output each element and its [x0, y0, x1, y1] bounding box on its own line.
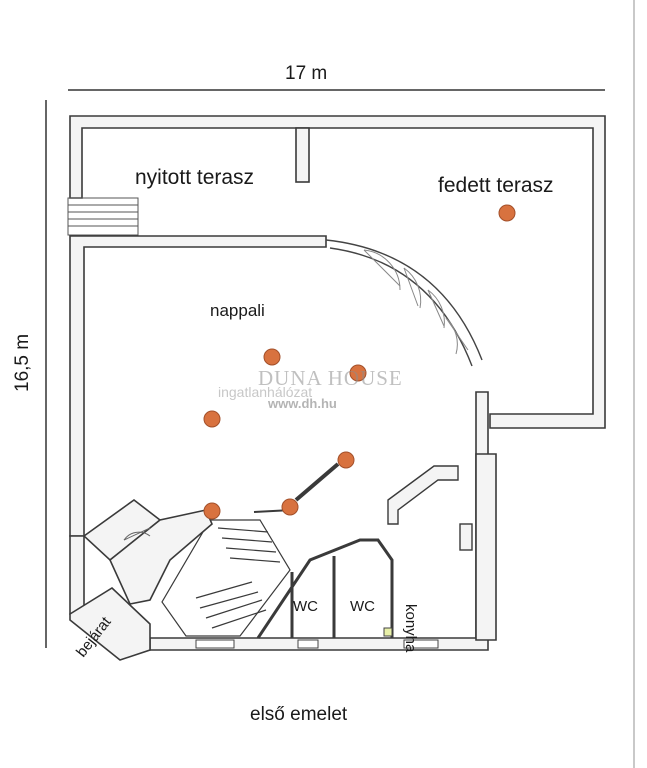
light-point-2	[263, 348, 281, 366]
terrace-steps	[67, 197, 139, 236]
entrance-walls	[69, 499, 213, 661]
staircase	[161, 519, 291, 637]
scan-edge-line	[633, 0, 635, 768]
living-room-label: nappali	[210, 301, 265, 320]
ceiling-light-points	[203, 204, 516, 520]
width-dimension-label: 17 m	[285, 63, 328, 84]
light-point-7	[203, 502, 221, 520]
wc-partitions	[256, 538, 394, 639]
watermark-url: www.dh.hu	[268, 396, 337, 411]
bottom-windows	[195, 627, 439, 649]
light-point-6	[281, 498, 299, 516]
light-point-4	[203, 410, 221, 428]
wc-label-2: WC	[350, 598, 375, 615]
light-point-3	[349, 364, 367, 382]
interior-walls	[69, 235, 497, 651]
kitchen-counter	[387, 465, 473, 551]
light-point-5	[337, 451, 355, 469]
glazed-curved-wall	[325, 239, 483, 367]
depth-dimension-label: 16,5 m	[12, 333, 33, 392]
light-point-1	[498, 204, 516, 222]
covered-terrace-label: fedett terasz	[438, 174, 554, 197]
entrance-door	[123, 527, 151, 541]
watermark-tagline: ingatlanhálózat	[218, 384, 313, 400]
kitchen-label: konyha	[402, 604, 419, 653]
open-terrace-label: nyitott terasz	[135, 166, 255, 189]
watermark-brand: DUNA HOUSE	[258, 366, 403, 390]
floor-title: első emelet	[250, 704, 348, 725]
wc-label-1: WC	[293, 598, 318, 615]
